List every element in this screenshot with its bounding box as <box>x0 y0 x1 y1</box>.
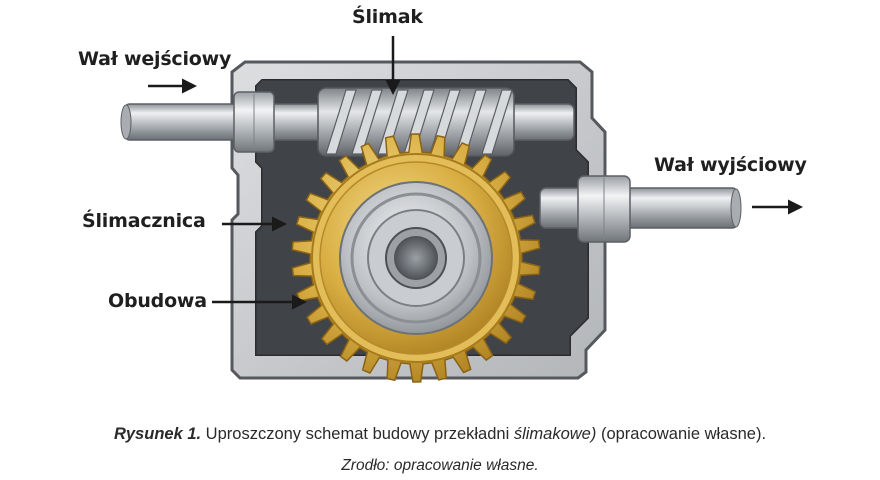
worm-thread <box>325 89 357 155</box>
worm-thread <box>481 89 513 155</box>
worm-wheel <box>291 133 541 383</box>
label-output-shaft: Wał wyjściowy <box>654 154 807 176</box>
label-input-shaft: Wał wejściowy <box>78 48 232 70</box>
label-housing: Obudowa <box>108 290 207 312</box>
caption-figure-label: Rysunek 1. <box>113 425 202 443</box>
output-shaft-end <box>730 188 742 228</box>
caption-text-italic: ślimakowe) <box>513 425 597 443</box>
diagram-canvas <box>120 36 803 383</box>
output-shaft <box>539 187 739 229</box>
figure-caption: Rysunek 1. Uproszczony schemat budowy pr… <box>0 425 880 444</box>
caption-text-b: (opracowanie własne). <box>596 425 767 443</box>
caption-text-a: Uproszczony schemat budowy przekładni <box>201 425 514 443</box>
label-worm-wheel: Ślimacznica <box>82 210 206 232</box>
hub-bore <box>394 236 438 280</box>
figure-source: Zrodło: opracowanie własne. <box>341 457 539 474</box>
input-shaft-end <box>120 104 132 140</box>
label-worm: Ślimak <box>352 6 423 28</box>
hub-ring <box>350 192 482 324</box>
worm-thread <box>351 89 383 155</box>
